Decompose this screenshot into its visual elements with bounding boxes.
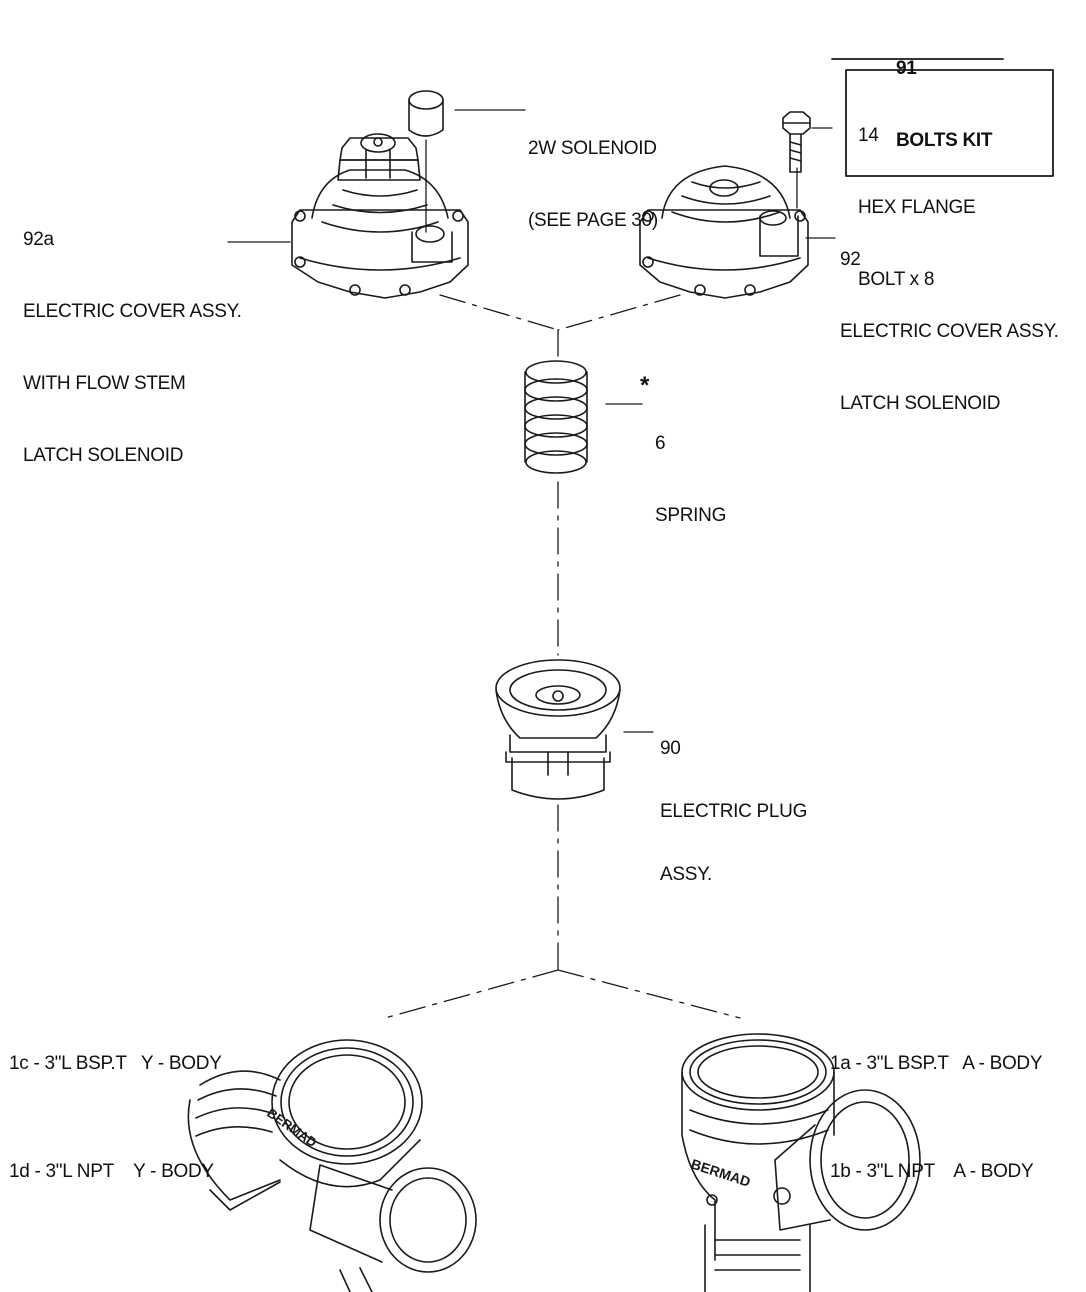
y-body-label: 1c - 3"L BSP.T Y - BODY 1d - 3"L NPT Y -…	[9, 974, 222, 1226]
solenoid-label: 2W SOLENOID (SEE PAGE 30)	[528, 89, 658, 257]
solenoid-line1: 2W SOLENOID	[528, 138, 657, 159]
solenoid-part	[408, 90, 444, 137]
hex-bolt-part	[782, 111, 811, 173]
plug-part	[495, 659, 621, 800]
y-body-line1: 1c - 3"L BSP.T Y - BODY	[9, 1053, 222, 1074]
spring-asterisk: *	[640, 372, 650, 399]
hex-bolt-line1: HEX FLANGE	[858, 197, 976, 218]
leader-lines	[227, 58, 1004, 733]
cover-92-label: 92 ELECTRIC COVER ASSY. LATCH SOLENOID	[840, 200, 1059, 440]
cover-92a-line2: WITH FLOW STEM	[23, 373, 186, 394]
spring-part	[524, 360, 588, 474]
cover-92a-line1: ELECTRIC COVER ASSY.	[23, 301, 242, 322]
hex-bolt-label: 14 HEX FLANGE BOLT x 8	[858, 76, 976, 316]
cover-92a-line3: LATCH SOLENOID	[23, 445, 184, 466]
bolts-kit-box	[845, 69, 1054, 177]
cover-92a-number: 92a	[23, 229, 54, 250]
cover-92-part	[639, 165, 809, 299]
cover-92a-part	[291, 133, 469, 299]
a-body-line2: 1b - 3"L NPT A - BODY	[830, 1161, 1034, 1182]
y-body-part: BERMAD	[187, 1039, 477, 1292]
bolts-kit-label: 91 BOLTS KIT	[896, 9, 992, 177]
plug-line2: ASSY.	[660, 864, 713, 885]
cover-92-line1: ELECTRIC COVER ASSY.	[840, 321, 1059, 342]
spring-label: 6 SPRING	[655, 384, 726, 552]
assembly-axis-lines	[384, 294, 741, 1019]
y-body-line2: 1d - 3"L NPT Y - BODY	[9, 1161, 214, 1182]
bolts-kit-number: 91	[896, 58, 917, 79]
spring-name: SPRING	[655, 505, 727, 526]
a-body-brand-mark: BERMAD	[689, 1156, 752, 1190]
hex-bolt-line2: BOLT x 8	[858, 269, 935, 290]
hex-bolt-number: 14	[858, 125, 879, 146]
a-body-line1: 1a - 3"L BSP.T A - BODY	[830, 1053, 1043, 1074]
bolts-kit-title: BOLTS KIT	[896, 130, 993, 151]
plug-label: 90 ELECTRIC PLUG ASSY.	[660, 696, 807, 906]
spring-number: 6	[655, 433, 666, 454]
solenoid-line2: (SEE PAGE 30)	[528, 210, 658, 231]
a-body-label: 1a - 3"L BSP.T A - BODY 1b - 3"L NPT A -…	[830, 974, 1043, 1226]
cover-92-line2: LATCH SOLENOID	[840, 393, 1001, 414]
cover-92-number: 92	[840, 249, 861, 270]
plug-number: 90	[660, 738, 681, 759]
plug-line1: ELECTRIC PLUG	[660, 801, 808, 822]
cover-92a-label: 92a ELECTRIC COVER ASSY. WITH FLOW STEM …	[23, 180, 242, 492]
